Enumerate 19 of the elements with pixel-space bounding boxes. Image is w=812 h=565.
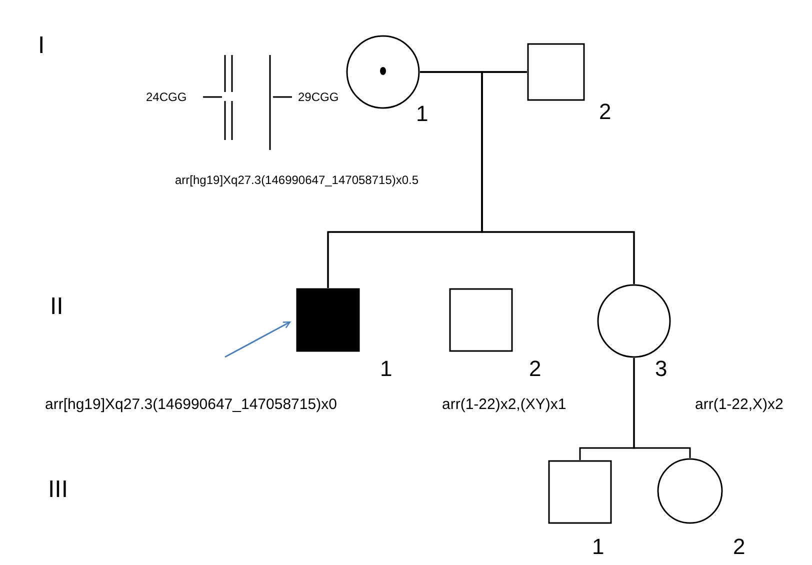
- individual-number: 2: [529, 358, 542, 380]
- repeat-label: 29CGG: [298, 91, 339, 103]
- repeat-label: 24CGG: [146, 91, 187, 103]
- genotype-label: arr(1-22)x2,(XY)x1: [442, 397, 566, 412]
- genotype-label: arr[hg19]Xq27.3(146990647_147058715)x0.5: [175, 174, 419, 186]
- individual-number: 3: [655, 358, 668, 380]
- pedigree-line: [633, 358, 691, 458]
- generation-label: II: [50, 295, 64, 319]
- generation-label: III: [48, 478, 68, 502]
- pedigree-line: [481, 71, 635, 284]
- individual-number: 1: [416, 103, 428, 125]
- proband-arrow: [224, 321, 291, 358]
- individual-number: 2: [733, 536, 746, 558]
- genotype-label: arr[hg19]Xq27.3(146990647_147058715)x0: [45, 397, 337, 412]
- individual-number: 2: [599, 101, 612, 123]
- individual-number: 1: [592, 536, 604, 558]
- individual-number: 1: [380, 358, 392, 380]
- generation-label: I: [38, 34, 45, 58]
- genotype-label: arr(1-22,X)x2: [695, 397, 784, 412]
